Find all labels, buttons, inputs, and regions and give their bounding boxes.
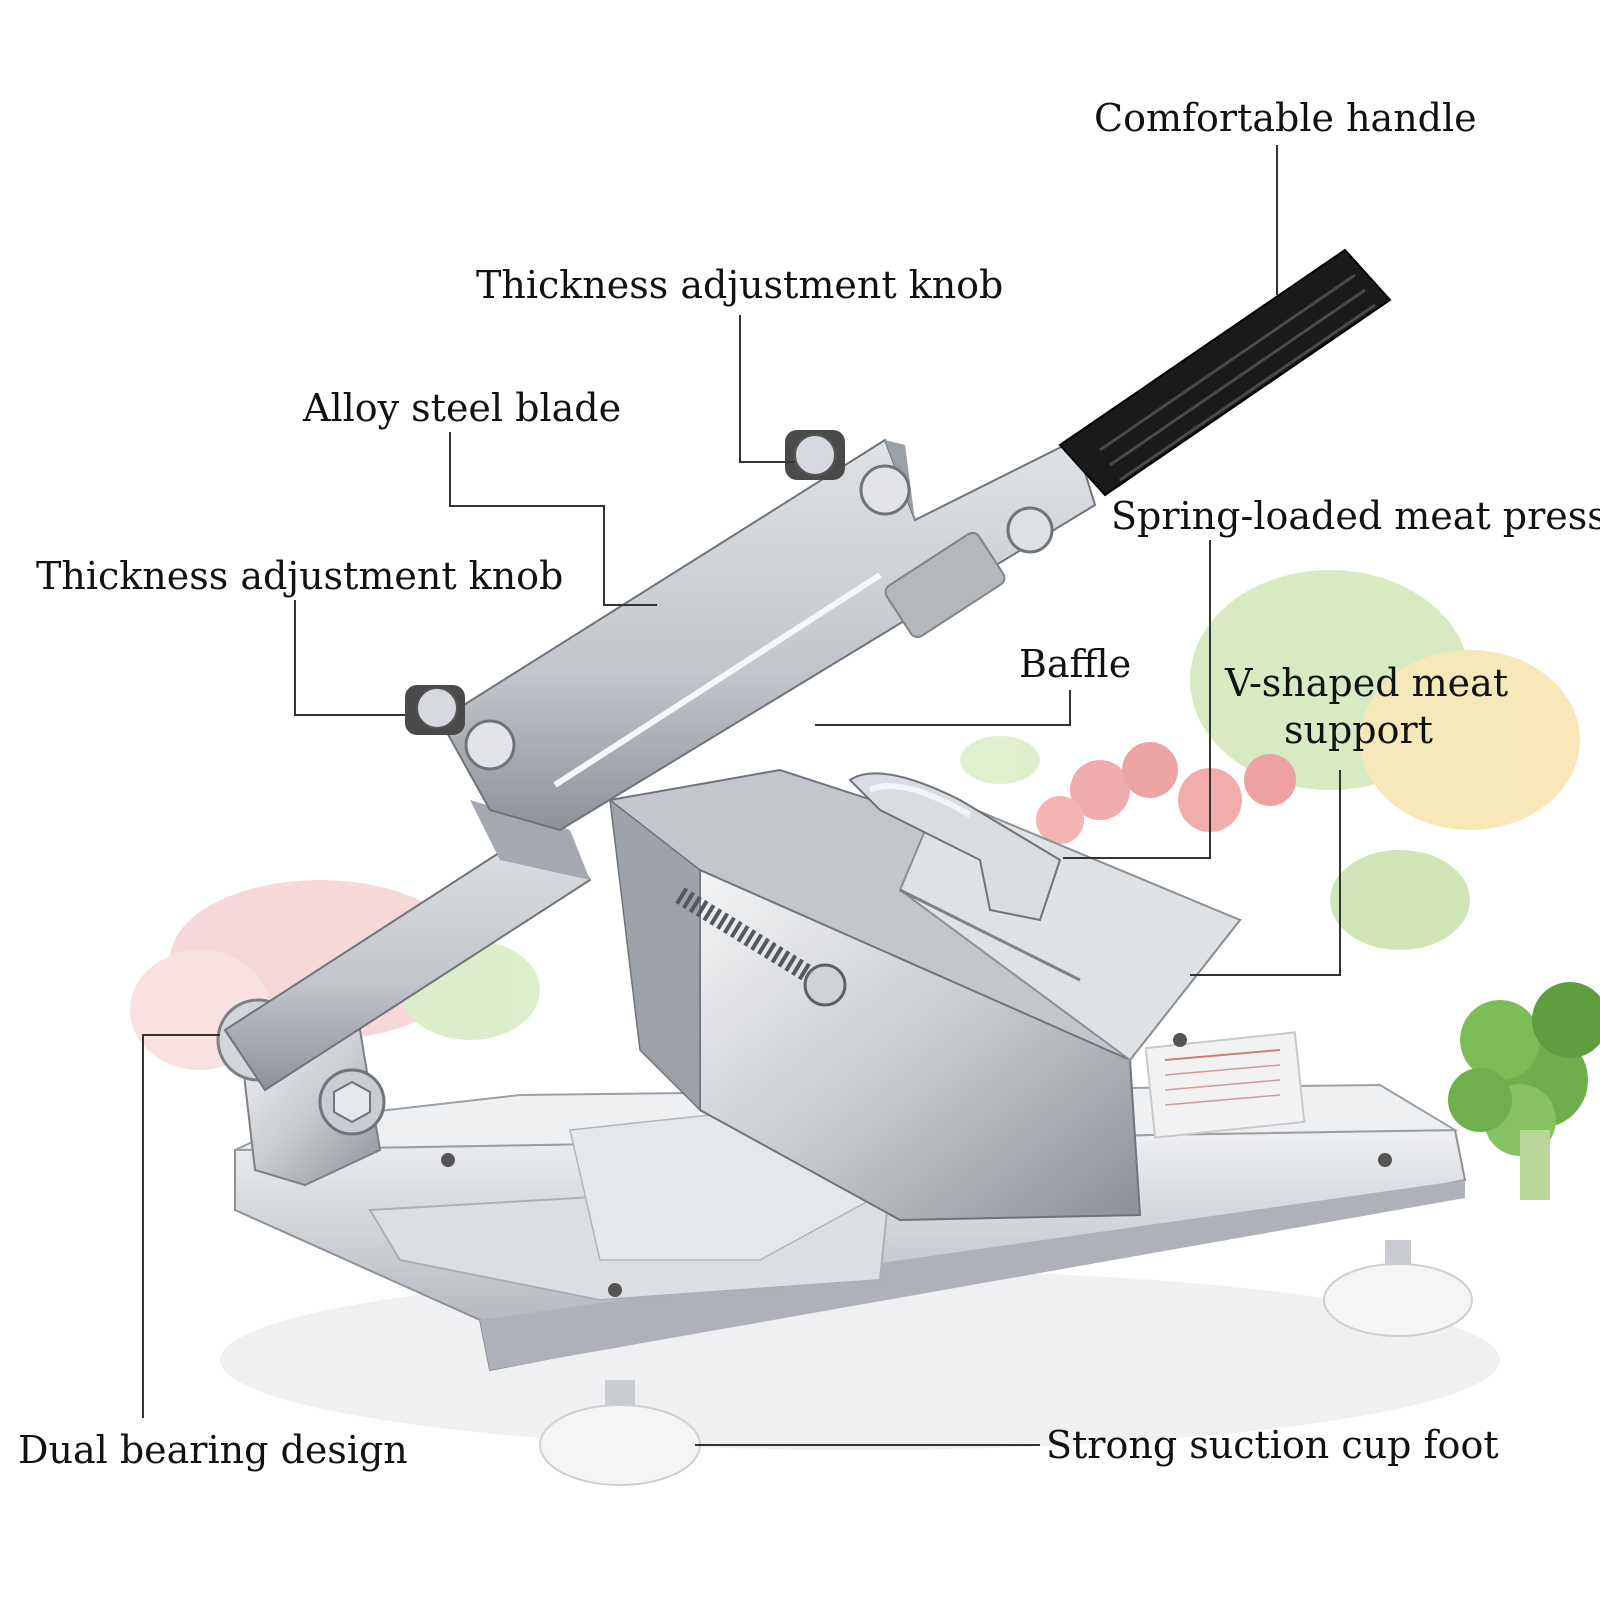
leader-dual-bearing — [142, 1034, 220, 1418]
label-suction-foot: Strong suction cup foot — [1046, 1423, 1499, 1467]
leader-thickness-knob-top — [739, 315, 795, 463]
label-spring-meat-press: Spring-loaded meat press — [1111, 494, 1600, 538]
alloy-steel-blade — [438, 438, 1097, 832]
lower-arm — [223, 800, 592, 1092]
leader-thickness-knob-left — [294, 600, 405, 716]
baffle-bolt — [1006, 506, 1054, 554]
label-v-support-line1: V-shaped meat — [1225, 661, 1509, 705]
broccoli-icon — [1448, 982, 1600, 1200]
suction-cup-foot-back — [1323, 1240, 1473, 1337]
label-v-support-line2: support — [1284, 708, 1433, 752]
label-thickness-knob-top: Thickness adjustment knob — [476, 263, 1004, 307]
base-plate — [234, 1031, 1467, 1372]
thickness-knob-top — [785, 430, 911, 516]
leader-baffle — [815, 690, 1071, 726]
label-baffle: Baffle — [1019, 642, 1132, 686]
leader-lines — [142, 145, 1341, 1446]
suction-cup-foot-front — [539, 1380, 701, 1486]
label-alloy-steel-blade: Alloy steel blade — [303, 386, 622, 430]
spring — [675, 887, 847, 1007]
label-thickness-knob-left: Thickness adjustment knob — [36, 554, 564, 598]
thickness-knob-left — [405, 685, 516, 771]
comfortable-handle — [1058, 248, 1392, 497]
label-dual-bearing: Dual bearing design — [18, 1428, 408, 1472]
meat-press — [848, 772, 1062, 922]
label-comfortable-handle: Comfortable handle — [1094, 96, 1477, 140]
leader-alloy-steel-blade — [449, 432, 657, 606]
leader-v-support — [1190, 770, 1341, 976]
leader-spring-meat-press — [1063, 540, 1211, 859]
